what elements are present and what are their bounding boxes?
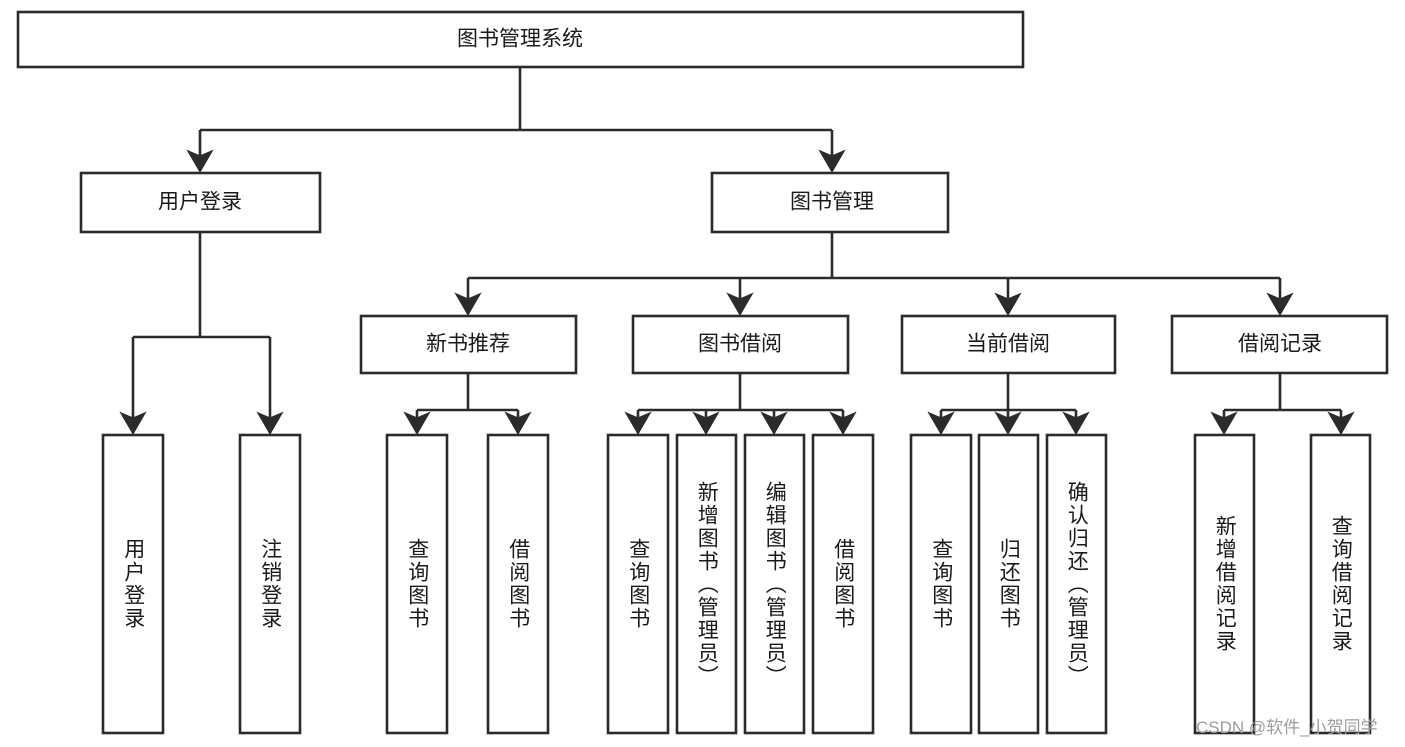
leaf-label: 确认归还（管理员） <box>1065 480 1090 688</box>
connector-userlogin-to-leaves <box>119 232 284 435</box>
node-current-borrow-label: 当前借阅 <box>966 333 1050 356</box>
leaf-box[interactable] <box>675 433 738 735</box>
leaf-box[interactable] <box>486 433 550 735</box>
connector-borrowrecord-to-leaves <box>1210 373 1355 435</box>
connector-bookmanage-to-level3 <box>454 232 1294 316</box>
connector-currentborrow-to-leaves <box>927 373 1090 435</box>
node-new-book-rec-label: 新书推荐 <box>426 333 510 356</box>
leaf-label: 查询图书 <box>626 538 651 630</box>
leaf-boxes <box>101 433 1372 735</box>
node-book-manage[interactable]: 图书管理 <box>710 171 950 234</box>
node-book-borrow[interactable]: 图书借阅 <box>631 314 850 375</box>
leaf-label: 编辑图书（管理员） <box>763 480 788 688</box>
leaf-label: 新增图书（管理员） <box>695 480 720 688</box>
node-root-label: 图书管理系统 <box>457 28 583 51</box>
leaf-label: 借阅图书 <box>831 538 856 630</box>
leaf-box[interactable] <box>1193 433 1256 735</box>
watermark: CSDN @软件_小贺同学 <box>1196 718 1378 737</box>
node-book-manage-label: 图书管理 <box>790 191 874 214</box>
connector-newbook-to-leaves <box>403 373 532 435</box>
leaf-label: 查询借阅记录 <box>1329 515 1354 653</box>
leaf-box[interactable] <box>606 433 670 735</box>
node-user-login-label: 用户登录 <box>158 191 242 214</box>
leaf-label: 查询图书 <box>929 538 954 630</box>
leaf-label: 借阅图书 <box>506 538 531 630</box>
leaf-box[interactable] <box>909 433 973 735</box>
leaf-box[interactable] <box>811 433 875 735</box>
leaf-box[interactable] <box>977 433 1040 735</box>
node-borrow-record[interactable]: 借阅记录 <box>1170 314 1389 375</box>
connector-bookborrow-to-leaves <box>624 373 857 435</box>
leaf-label: 用户登录 <box>121 538 146 630</box>
leaf-box[interactable] <box>238 433 302 735</box>
leaf-label: 新增借阅记录 <box>1213 515 1238 653</box>
node-root[interactable]: 图书管理系统 <box>16 10 1025 69</box>
node-new-book-rec[interactable]: 新书推荐 <box>359 314 578 375</box>
connector-root-to-level2 <box>186 67 846 173</box>
leaf-label: 注销登录 <box>258 538 283 630</box>
leaf-box[interactable] <box>743 433 806 735</box>
leaf-label: 归还图书 <box>997 538 1022 630</box>
node-borrow-record-label: 借阅记录 <box>1238 333 1322 356</box>
leaf-box[interactable] <box>385 433 449 735</box>
node-user-login[interactable]: 用户登录 <box>79 171 322 234</box>
node-book-borrow-label: 图书借阅 <box>698 333 782 356</box>
leaf-box[interactable] <box>1309 433 1372 735</box>
leaf-label: 查询图书 <box>405 538 430 630</box>
node-current-borrow[interactable]: 当前借阅 <box>900 314 1117 375</box>
leaf-box[interactable] <box>1045 433 1108 735</box>
leaf-box[interactable] <box>101 433 165 735</box>
